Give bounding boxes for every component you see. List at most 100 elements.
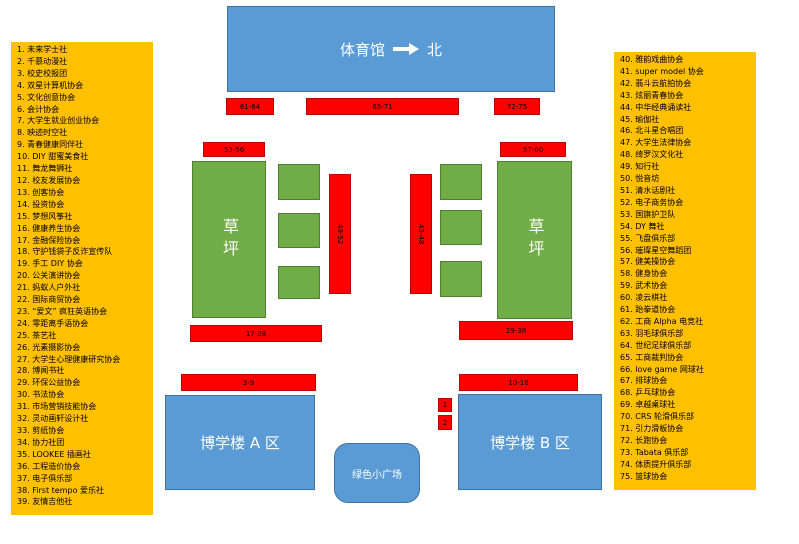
legend-right: 40. 雅韵戏曲协会 41. super model 协会 42. 翡斗云航拍协会 4… — [614, 52, 756, 490]
legend-item: 75. 篮球协会 — [620, 471, 668, 481]
legend-item: 16. 健康养生协会 — [17, 223, 81, 233]
plot-left-2 — [278, 213, 320, 248]
plot-right-2 — [440, 210, 482, 245]
legend-item: 55. 飞盘俱乐部 — [620, 233, 676, 243]
legend-item: 63. 羽毛球俱乐部 — [620, 328, 684, 338]
legend-item: 52. 电子商务协会 — [620, 197, 684, 207]
stall-57-60: 57-60 — [500, 142, 566, 157]
legend-item: 28. 博闻书社 — [17, 366, 65, 376]
legend-item: 54. DY 舞社 — [620, 221, 665, 231]
building-b: 博学楼 B 区 — [458, 394, 602, 490]
stall-53-56: 53-56 — [203, 142, 265, 157]
legend-item: 46. 北斗星合唱团 — [620, 126, 684, 136]
legend-item: 31. 市场营销技能协会 — [17, 402, 97, 412]
stall-10-16: 10-16 — [459, 374, 578, 391]
legend-item: 51. 清水话剧社 — [620, 185, 676, 195]
legend-item: 67. 排球协会 — [620, 376, 668, 386]
legend-item: 9. 青春健康同伴社 — [17, 140, 84, 150]
legend-item: 35. LOOKEE 插画社 — [17, 449, 91, 459]
legend-item: 36. 工程造价协会 — [17, 461, 81, 471]
right-arrow-icon — [393, 43, 419, 55]
stall-1: 1 — [438, 398, 452, 412]
legend-item: 23. “爱文” 疯狂英语协会 — [17, 306, 108, 316]
legend-item: 59. 武术协会 — [620, 281, 668, 291]
plot-left-1 — [278, 164, 320, 200]
legend-item: 4. 双星计算机协会 — [17, 80, 84, 90]
legend-item: 70. CRS 轮滑俱乐部 — [620, 412, 695, 422]
legend-item: 74. 体质提升俱乐部 — [620, 459, 692, 469]
legend-item: 60. 凌云棋社 — [620, 293, 668, 303]
legend-item: 49. 知行社 — [620, 162, 660, 172]
legend-item: 41. super model 协会 — [620, 66, 704, 76]
legend-item: 10. DIY 甜蜜美食社 — [17, 152, 89, 162]
legend-item: 12. 校友发展协会 — [17, 175, 81, 185]
legend-item: 48. 绮罗汉文化社 — [620, 150, 684, 160]
legend-item: 5. 文化创意协会 — [17, 92, 76, 102]
legend-item: 68. 乒乓球协会 — [620, 388, 676, 398]
legend-item: 6. 会计协会 — [17, 104, 60, 114]
plot-right-3 — [440, 261, 482, 297]
legend-item: 11. 舞龙舞狮社 — [17, 164, 73, 174]
legend-item: 71. 引力滑板协会 — [620, 424, 684, 434]
stall-72-75: 72-75 — [494, 98, 540, 115]
legend-item: 7. 大学生就业创业协会 — [17, 116, 100, 126]
building-a: 博学楼 A 区 — [165, 395, 315, 490]
legend-item: 42. 翡斗云航拍协会 — [620, 78, 692, 88]
stall-45-48: 45-48 — [410, 174, 432, 294]
legend-item: 38. First tempo 爱乐社 — [17, 485, 105, 495]
legend-item: 72. 长跑协会 — [620, 436, 668, 445]
legend-item: 39. 友情吉他社 — [17, 497, 73, 507]
legend-item: 53. 国旗护卫队 — [620, 209, 676, 219]
plot-left-3 — [278, 266, 320, 299]
legend-item: 19. 手工 DIY 协会 — [17, 259, 83, 269]
gym-building: 体育馆 北 — [227, 6, 555, 92]
legend-item: 37. 电子俱乐部 — [17, 473, 73, 483]
legend-item: 29. 环保公益协会 — [17, 378, 81, 388]
green-plaza: 绿色小广场 — [334, 443, 420, 503]
legend-item: 40. 雅韵戏曲协会 — [620, 55, 684, 64]
stall-65-71: 65-71 — [306, 98, 459, 115]
legend-item: 18. 守护钱袋子反诈宣传队 — [17, 247, 113, 257]
stall-49-52: 49-52 — [329, 174, 351, 294]
legend-item: 64. 世纪足球俱乐部 — [620, 340, 692, 350]
stall-29-38: 29-38 — [459, 321, 573, 340]
legend-item: 69. 卓越桌球社 — [620, 400, 676, 410]
legend-item: 34. 协力社团 — [17, 437, 65, 447]
stall-17-28: 17-28 — [190, 325, 322, 342]
legend-item: 17. 金融保险协会 — [17, 235, 81, 245]
legend-item: 73. Tabata 俱乐部 — [620, 447, 689, 457]
legend-item: 66. love game 网球社 — [620, 364, 704, 374]
lawn-right: 草坪 — [497, 161, 572, 319]
legend-item: 15. 梦想风筝社 — [17, 211, 73, 221]
legend-item: 20. 公关演讲协会 — [17, 271, 81, 281]
legend-item: 43. 炫丽青春协会 — [620, 90, 684, 100]
legend-item: 1. 未来学士社 — [17, 45, 68, 54]
legend-item: 56. 璀璨星空舞蹈团 — [620, 245, 692, 255]
legend-item: 2. 千慕动漫社 — [17, 56, 68, 66]
legend-item: 44. 中华经典诵读社 — [620, 102, 692, 112]
legend-item: 24. 零距离手语协会 — [17, 318, 89, 328]
legend-item: 50. 悦音坊 — [620, 174, 660, 184]
legend-item: 8. 映迹时空社 — [17, 128, 68, 138]
legend-item: 65. 工商裁判协会 — [620, 352, 684, 362]
lawn-left: 草坪 — [192, 161, 266, 318]
legend-item: 13. 创客协会 — [17, 187, 65, 197]
legend-item: 26. 光素摄影协会 — [17, 342, 81, 352]
plot-right-1 — [440, 164, 482, 200]
stall-3-9: 3-9 — [181, 374, 316, 391]
legend-item: 45. 瑜伽社 — [620, 114, 660, 124]
legend-item: 61. 跆拳道协会 — [620, 305, 676, 315]
legend-item: 32. 灵动画轩设计社 — [17, 414, 89, 424]
legend-item: 14. 投资协会 — [17, 199, 65, 209]
stall-2: 2 — [438, 415, 452, 430]
gym-label: 体育馆 — [339, 40, 385, 59]
stall-61-64: 61-64 — [226, 98, 274, 115]
legend-item: 21. 蚂蚁人户外社 — [17, 283, 81, 293]
legend-item: 33. 剪纸协会 — [17, 426, 65, 435]
legend-item: 58. 健身协会 — [620, 269, 668, 279]
legend-item: 30. 书法协会 — [17, 390, 65, 400]
legend-item: 27. 大学生心理健康研究协会 — [17, 354, 121, 364]
legend-item: 22. 国际商贸协会 — [17, 295, 81, 305]
legend-item: 47. 大学生法律协会 — [620, 138, 692, 148]
